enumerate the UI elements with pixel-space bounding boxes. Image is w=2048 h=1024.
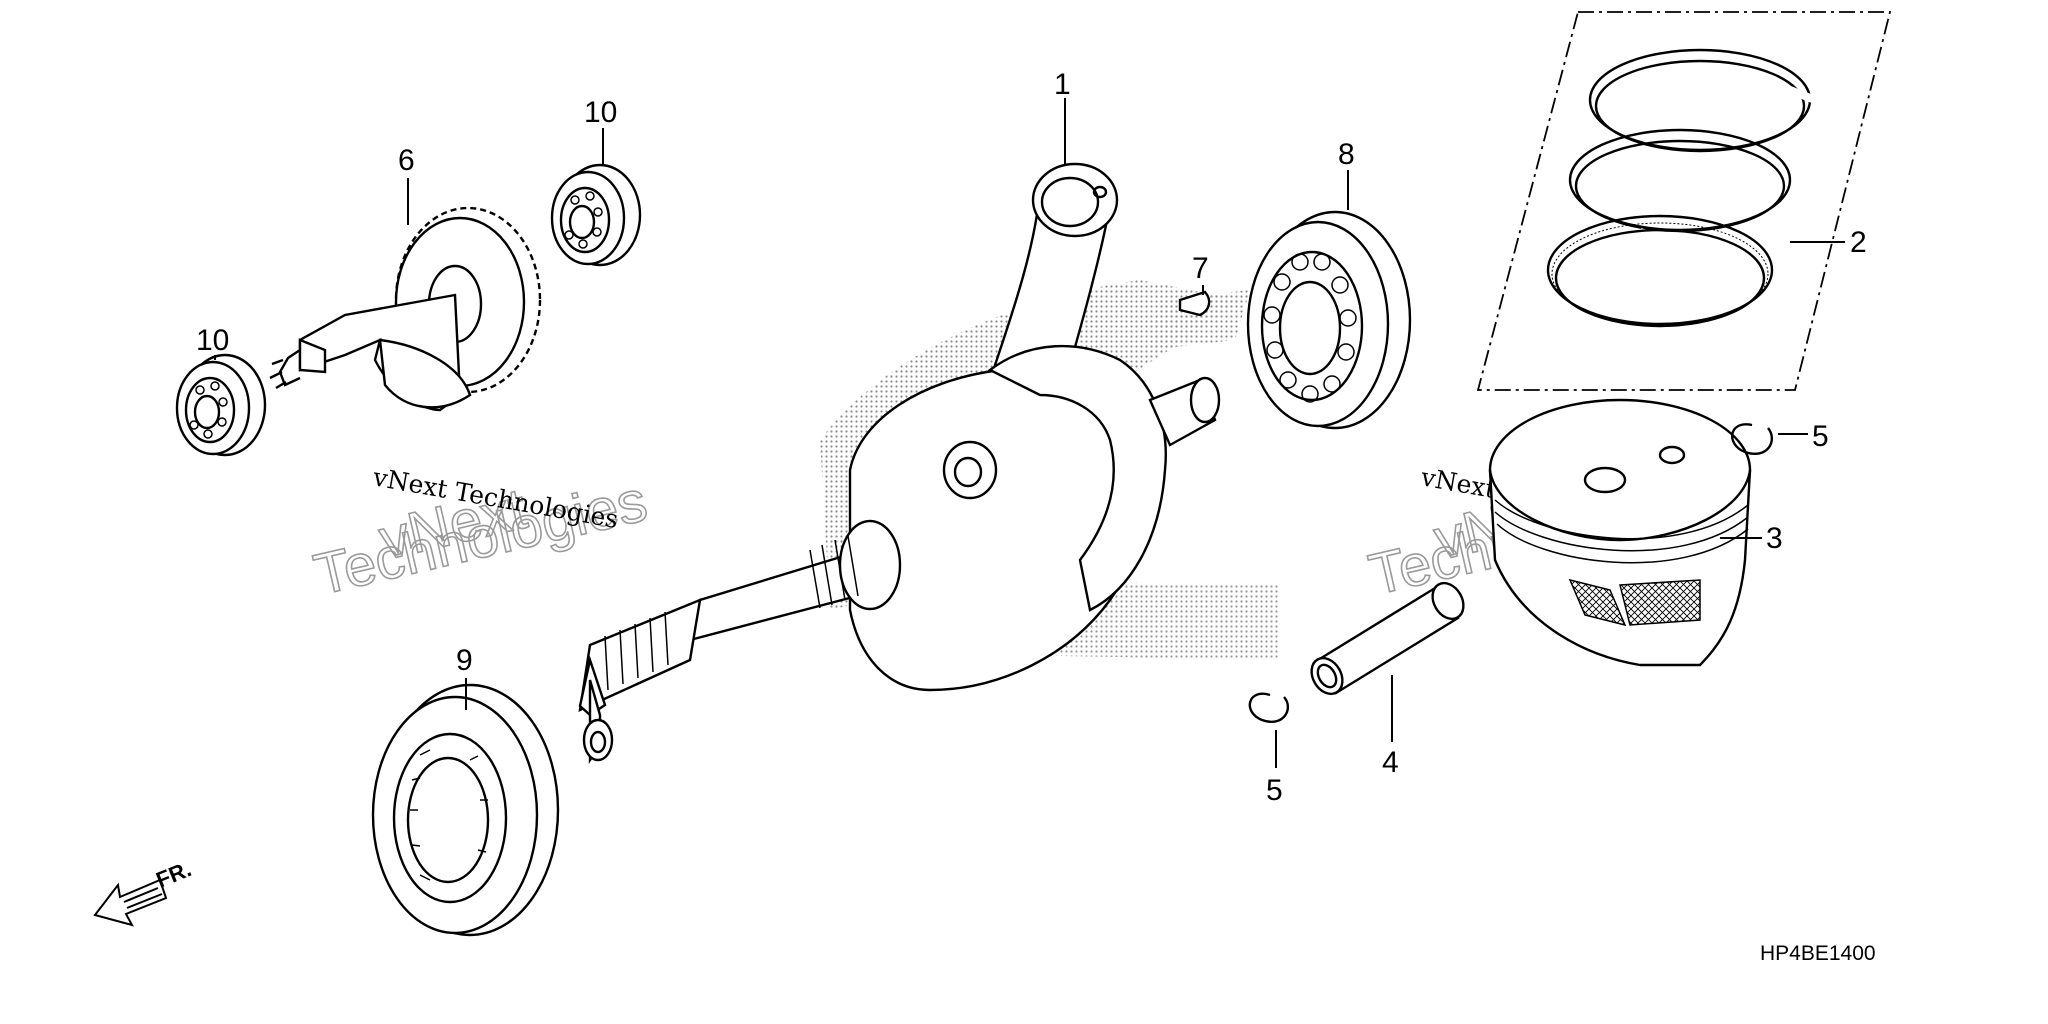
woodruff-key-7: [1178, 290, 1211, 317]
callouts: 1 2 3 4 5 5 6 7 8 9 10 10: [196, 68, 1867, 807]
callout-6: 6: [398, 144, 415, 177]
drawing-code: HP4BE1400: [1760, 942, 1876, 965]
piston-3: [1488, 398, 1752, 667]
bearing-10-upper: [550, 163, 642, 267]
callout-5-lower: 5: [1266, 774, 1283, 807]
front-direction-arrow: FR.: [93, 856, 195, 927]
piston-pin-4: [1310, 581, 1465, 696]
callout-3: 3: [1766, 522, 1783, 555]
callout-7: 7: [1192, 252, 1209, 285]
callout-10-upper: 10: [584, 96, 617, 129]
circlip-5-lower: [1248, 692, 1290, 723]
piston-rings-2: [1476, 11, 1892, 391]
callout-5-upper: 5: [1812, 420, 1829, 453]
direction-label: FR.: [153, 856, 195, 892]
leader-lines: [214, 98, 1845, 768]
balancer-shaft-6: [269, 206, 542, 412]
bearing-8: [1246, 210, 1412, 430]
callout-8: 8: [1338, 138, 1355, 171]
crankshaft-1: [578, 162, 1221, 764]
callout-1: 1: [1054, 68, 1071, 101]
callout-4: 4: [1382, 746, 1399, 779]
bearing-9: [371, 683, 560, 937]
circlip-5-upper: [1731, 423, 1774, 455]
callout-9: 9: [456, 644, 473, 677]
callout-10-lower: 10: [196, 324, 229, 357]
watermark-left: vNext Technologies vNext Technologies: [308, 462, 654, 608]
bearing-10-lower: [175, 353, 267, 457]
callout-2: 2: [1850, 226, 1867, 259]
